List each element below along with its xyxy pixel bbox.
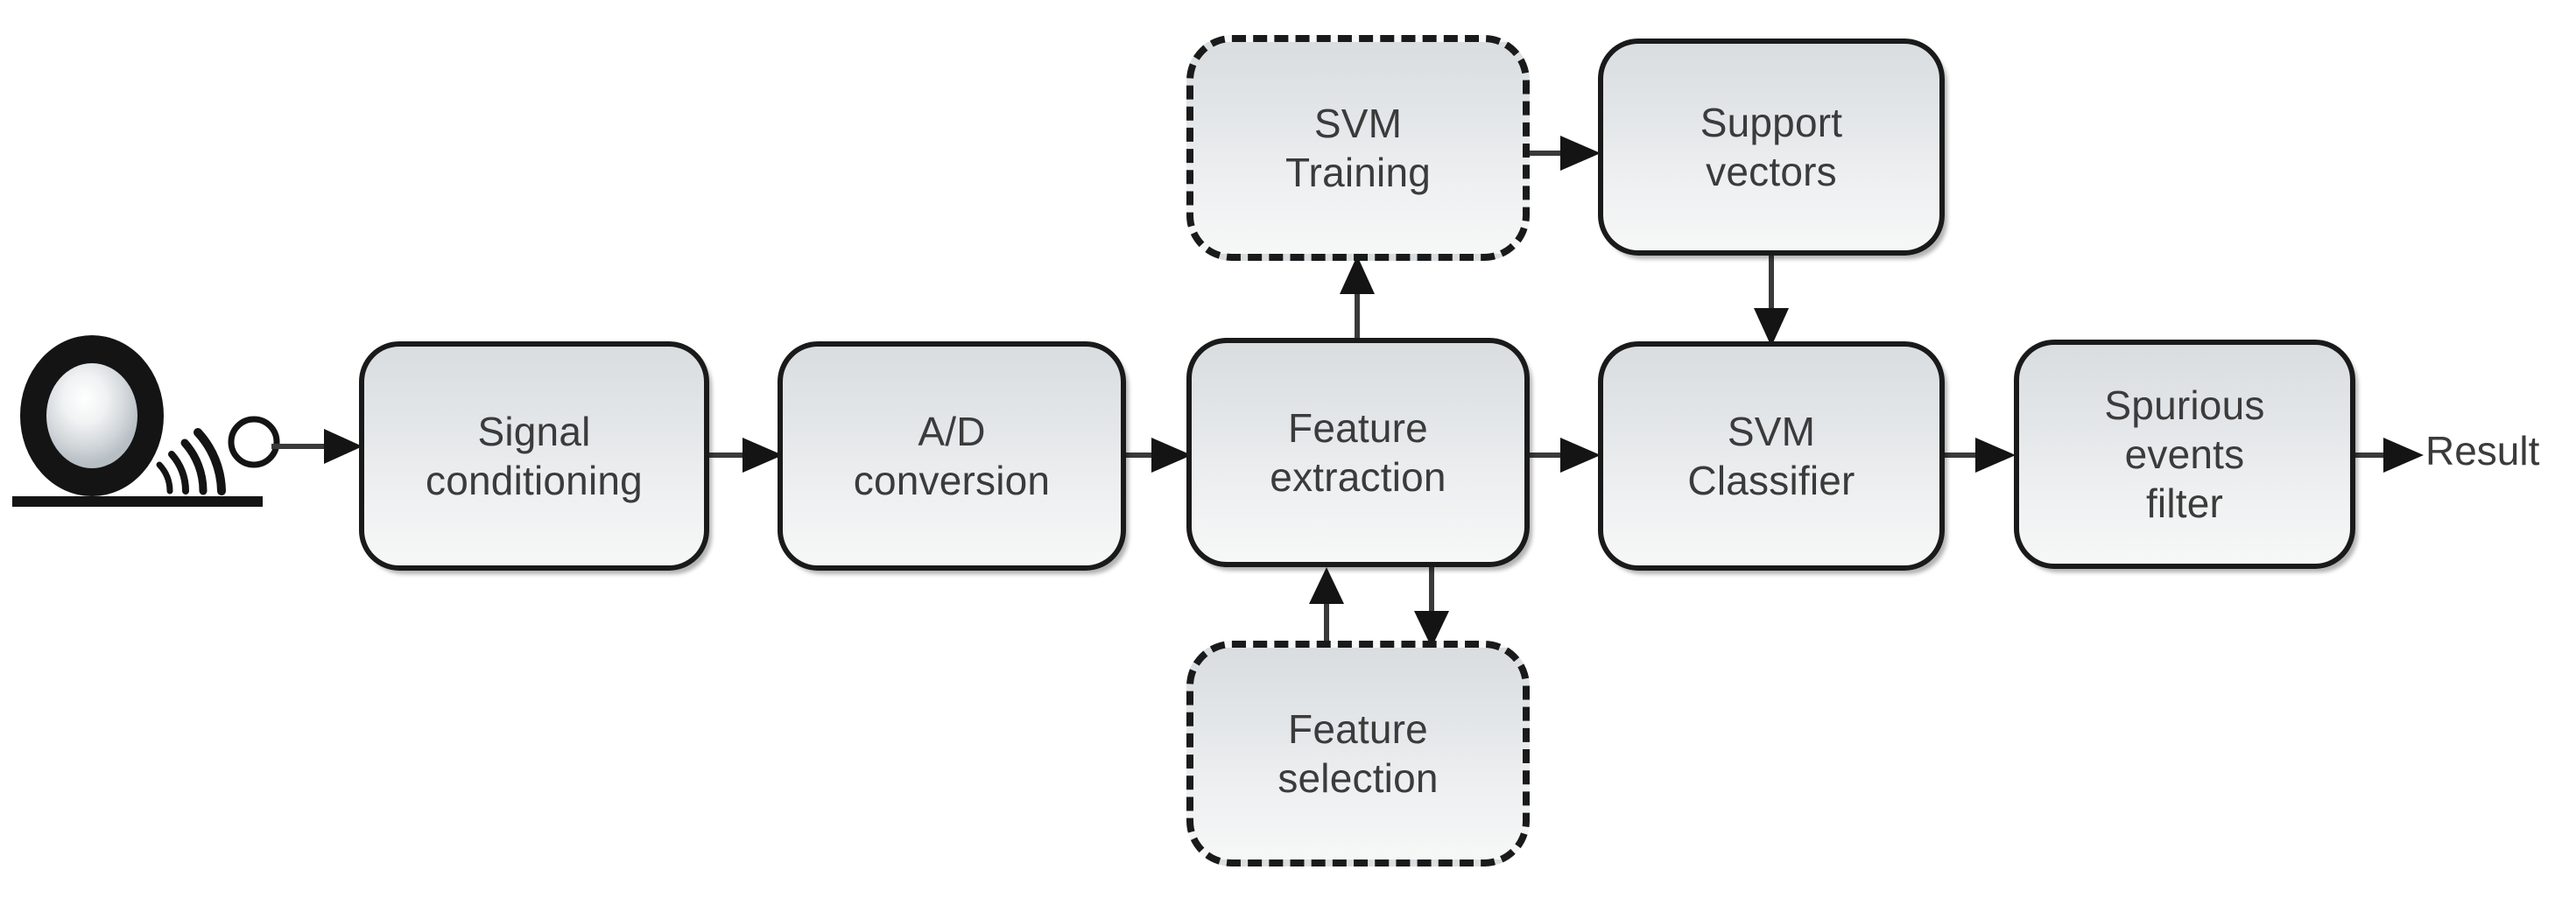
- edge-feature-extraction-to-svm-classifier: [1527, 438, 1601, 473]
- node-support-vectors-label: Support vectors: [1700, 99, 1843, 194]
- edge-spurious-events-filter-to-result: [2354, 438, 2424, 473]
- node-feature-extraction-label: Feature extraction: [1270, 404, 1446, 500]
- edge-sensor-to-signal-conditioning: [271, 429, 362, 464]
- result-label: Result: [2425, 428, 2540, 474]
- wheel-tire-icon: [20, 335, 164, 496]
- edge-signal-conditioning-to-ad-conversion: [706, 438, 783, 473]
- node-spurious-events-filter[interactable]: Spurious events filter: [2014, 340, 2355, 569]
- wheel-on-rail-icon: [12, 335, 280, 507]
- node-support-vectors[interactable]: Support vectors: [1598, 39, 1945, 256]
- edge-support-vectors-to-svm-classifier: [1754, 252, 1789, 347]
- edge-svm-training-to-support-vectors: [1527, 136, 1601, 171]
- ground-line-icon: [12, 496, 263, 507]
- edge-feature-extraction-to-svm-training: [1340, 256, 1375, 347]
- acoustic-waves-icon: [156, 428, 226, 495]
- node-signal-conditioning[interactable]: Signal conditioning: [359, 341, 709, 571]
- edge-ad-conversion-to-feature-extraction: [1123, 438, 1192, 473]
- edge-feature-selection-to-feature-extraction: [1309, 567, 1344, 649]
- node-ad-conversion-label: A/D conversion: [853, 408, 1051, 503]
- node-ad-conversion[interactable]: A/D conversion: [778, 341, 1126, 571]
- node-feature-selection[interactable]: Feature selection: [1186, 641, 1530, 866]
- node-svm-training[interactable]: SVM Training: [1186, 35, 1530, 261]
- acoustic-sensor-icon: [228, 416, 280, 468]
- node-signal-conditioning-label: Signal conditioning: [426, 408, 643, 503]
- edge-feature-extraction-to-feature-selection: [1414, 564, 1449, 648]
- node-feature-extraction[interactable]: Feature extraction: [1186, 338, 1530, 567]
- node-svm-classifier[interactable]: SVM Classifier: [1598, 341, 1945, 571]
- node-svm-classifier-label: SVM Classifier: [1687, 408, 1855, 503]
- node-feature-selection-label: Feature selection: [1277, 705, 1439, 801]
- node-svm-training-label: SVM Training: [1284, 100, 1432, 195]
- node-spurious-events-filter-label: Spurious events filter: [2104, 382, 2265, 527]
- edge-svm-classifier-to-spurious-events-filter: [1942, 438, 2016, 473]
